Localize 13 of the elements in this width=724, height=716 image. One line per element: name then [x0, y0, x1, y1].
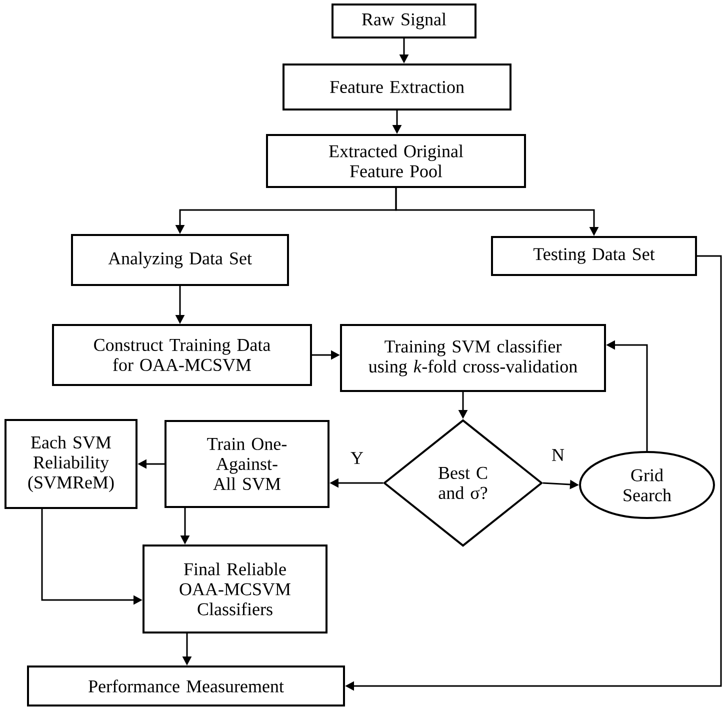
edge-label: Y: [350, 451, 364, 465]
process-box: Train One-Against-All SVM: [164, 420, 330, 508]
process-box: Construct Training Data for OAA-MCSVM: [52, 324, 312, 386]
process-box: Training SVM classifier using k-fold cross-validation: [340, 324, 606, 392]
process-box: Extracted Original Feature Pool: [266, 134, 526, 188]
process-box: Testing Data Set: [491, 236, 697, 276]
process-box: Feature Extraction: [282, 64, 512, 110]
process-box: Final Reliable OAA-MCSVM Classifiers: [142, 544, 328, 634]
process-box: Analyzing Data Set: [71, 234, 289, 286]
process-box: Performance Measurement: [27, 666, 345, 706]
process-box: Each SVM Reliability (SVMReM): [4, 419, 138, 509]
edge-label: N: [550, 448, 566, 462]
process-box: Raw Signal: [332, 4, 476, 38]
